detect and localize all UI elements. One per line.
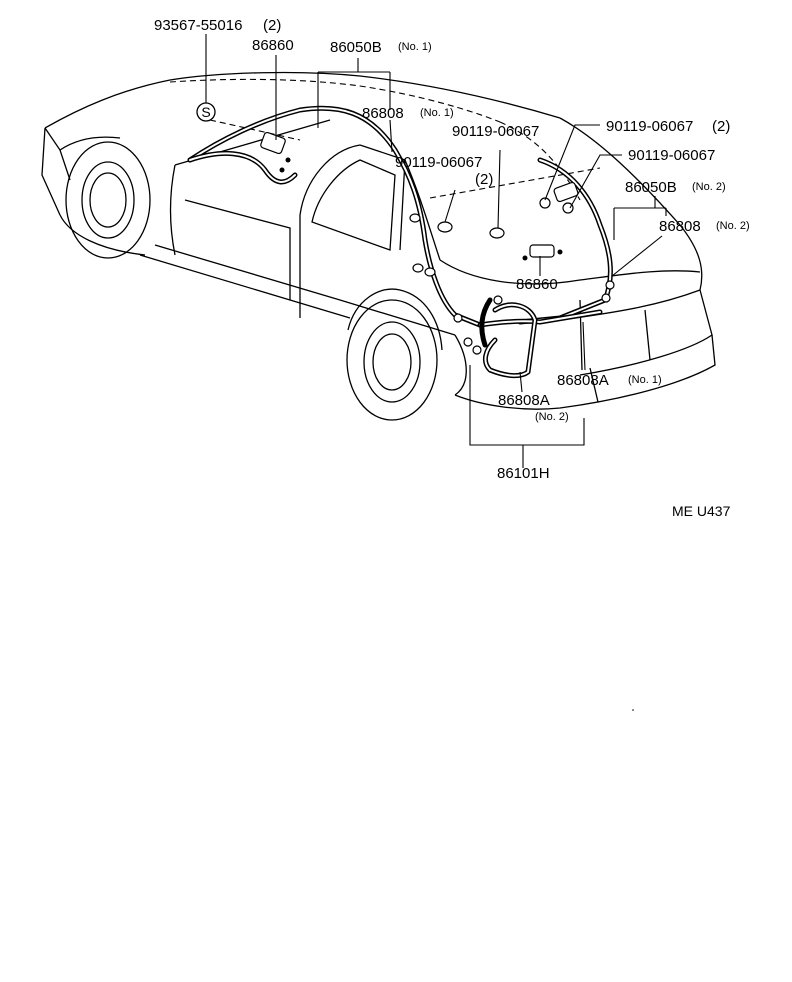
part-number-86860-top: 86860 [252, 37, 294, 54]
part-number-86101h: 86101H [497, 465, 550, 482]
front-wheel [65, 141, 151, 259]
leader-lines [205, 34, 667, 468]
part-sub-86808a-no2: (No. 2) [535, 411, 569, 423]
part-number-86808a-no1: 86808A [557, 372, 609, 389]
antenna-amplifier-right [539, 181, 579, 214]
bolts-90119 [409, 213, 505, 277]
callout-86050b-no1: 86050B (No. 1) [330, 39, 432, 56]
screw-symbol-s: S [196, 102, 216, 122]
part-qty-90119-a: (2) [475, 171, 493, 188]
callout-90119-a: 90119-06067 (2) [395, 154, 493, 188]
part-number-86050b-no1: 86050B [330, 39, 382, 56]
part-sub-86808-no2: (No. 2) [716, 220, 750, 232]
part-qty-90119-right: (2) [712, 118, 730, 135]
antenna-cable-86808a [477, 297, 603, 379]
part-number-90119-right: 90119-06067 [606, 118, 693, 135]
antenna-cable-86808-no1 [187, 105, 483, 328]
callout-86808-no1: 86808 (No. 1) [362, 105, 454, 122]
part-sub-86050b-no1: (No. 1) [398, 41, 432, 53]
part-number-86808-no1: 86808 [362, 105, 404, 122]
screw-symbol-label: S [201, 104, 210, 120]
part-sub-86050b-no2: (No. 2) [692, 181, 726, 193]
callout-86808-no2: 86808 (No. 2) [659, 218, 750, 235]
antenna-amplifier-mid [522, 244, 563, 261]
part-sub-86808-no1: (No. 1) [420, 107, 454, 119]
part-qty-93567: (2) [263, 17, 281, 34]
callout-90119-right: 90119-06067 (2) [606, 118, 730, 135]
part-number-93567: 93567-55016 [154, 17, 242, 34]
part-number-86808-no2: 86808 [659, 218, 701, 235]
callout-86808a-no2: 86808A (No. 2) [498, 392, 569, 423]
part-number-86860-mid: 86860 [516, 276, 558, 293]
part-number-90119-a: 90119-06067 [395, 154, 482, 171]
cable-grommets [453, 280, 615, 355]
car-body-outline [41, 71, 716, 410]
rear-wheel [346, 288, 443, 421]
antenna-cable-left-roof [187, 150, 298, 185]
callout-86050b-no2: 86050B (No. 2) [625, 179, 726, 196]
part-number-90119-b: 90119-06067 [452, 123, 539, 140]
figure-code: ME U437 [672, 503, 731, 519]
part-sub-86808a-no1: (No. 1) [628, 374, 662, 386]
part-number-86050b-no2: 86050B [625, 179, 677, 196]
callout-90119-b: 90119-06067 [452, 123, 539, 140]
scan-speck [632, 709, 634, 711]
antenna-cable-86808-no2 [517, 157, 613, 325]
callout-86808a-no1: 86808A (No. 1) [557, 372, 662, 389]
callout-93567: 93567-55016 (2) [154, 17, 281, 34]
part-number-90119-c: 90119-06067 [628, 147, 715, 164]
part-number-86808a-no2: 86808A [498, 392, 550, 409]
